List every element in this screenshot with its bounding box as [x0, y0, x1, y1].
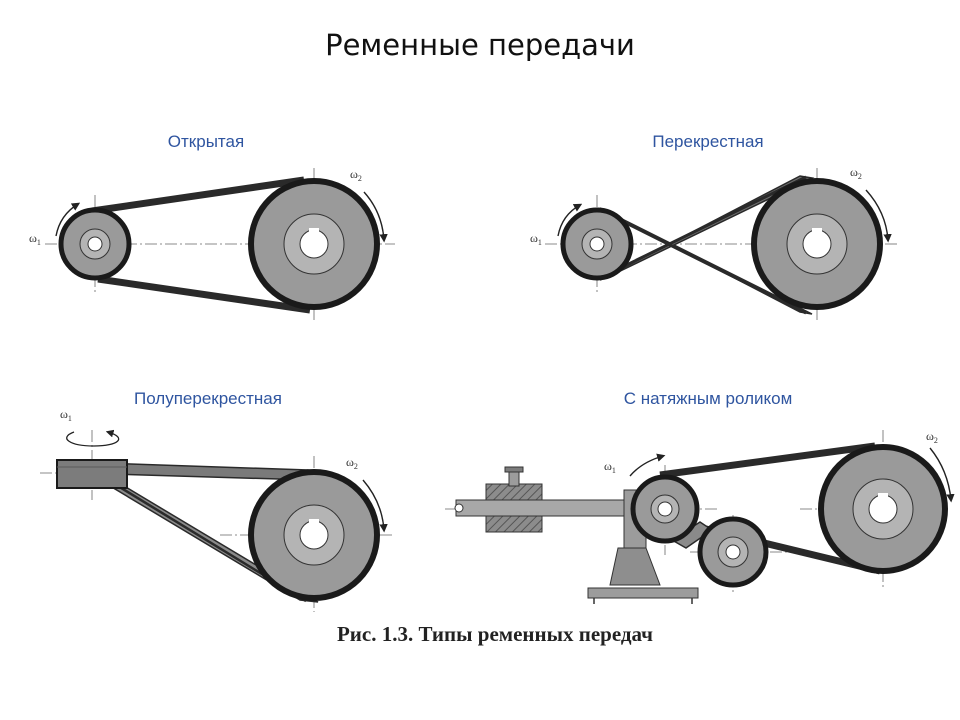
omega-2-label: ω2: [346, 455, 358, 471]
rotation-arrow-out: [363, 191, 388, 243]
open-drive-title: Открытая: [168, 132, 244, 151]
driven-pulley: [818, 444, 948, 574]
omega-1-label: ω1: [60, 407, 72, 423]
omega-2-label: ω2: [350, 167, 362, 183]
driving-pulley: [630, 474, 700, 544]
horizontal-pulley: [56, 459, 128, 489]
open-drive-panel: Открытая ω1 ω2: [29, 132, 395, 322]
idler-roller: [697, 516, 769, 588]
rotation-arrow-out: [929, 447, 955, 503]
driven-pulley: [248, 178, 380, 310]
driven-pulley: [751, 178, 883, 310]
belt-upper-strand: [91, 176, 305, 215]
driving-pulley: [560, 207, 634, 281]
half-crossed-drive-title: Полуперекрестная: [134, 389, 282, 408]
rotation-arrow-in: [557, 203, 583, 237]
rotation-arrow-out: [865, 189, 892, 243]
idler-drive-panel: С натяжным роликом: [445, 389, 955, 604]
rotation-arrow-out: [362, 479, 388, 533]
driving-pulley: [58, 207, 132, 281]
omega-1-label: ω1: [530, 231, 542, 247]
rotation-arrow-in: [55, 202, 81, 237]
omega-1-label: ω1: [29, 231, 41, 247]
omega-2-label: ω2: [926, 429, 938, 445]
belt-lower-strand: [97, 275, 311, 314]
crossed-belt: [597, 175, 815, 315]
rotation-arrow-horizontal: [66, 429, 120, 447]
rotation-arrow-in: [629, 453, 666, 477]
crossed-drive-panel: Перекрестная ω1 ω2: [530, 132, 900, 322]
omega-1-label: ω1: [604, 459, 616, 475]
idler-drive-title: С натяжным роликом: [624, 389, 793, 408]
driven-pulley: [248, 469, 380, 601]
omega-2-label: ω2: [850, 165, 862, 181]
half-crossed-drive-panel: Полуперекрестная ω1 ω2: [40, 389, 395, 612]
figure-caption: Рис. 1.3. Типы ременных передач: [336, 622, 654, 646]
crossed-drive-title: Перекрестная: [652, 132, 763, 151]
slide-title: Ременные передачи: [325, 28, 635, 62]
